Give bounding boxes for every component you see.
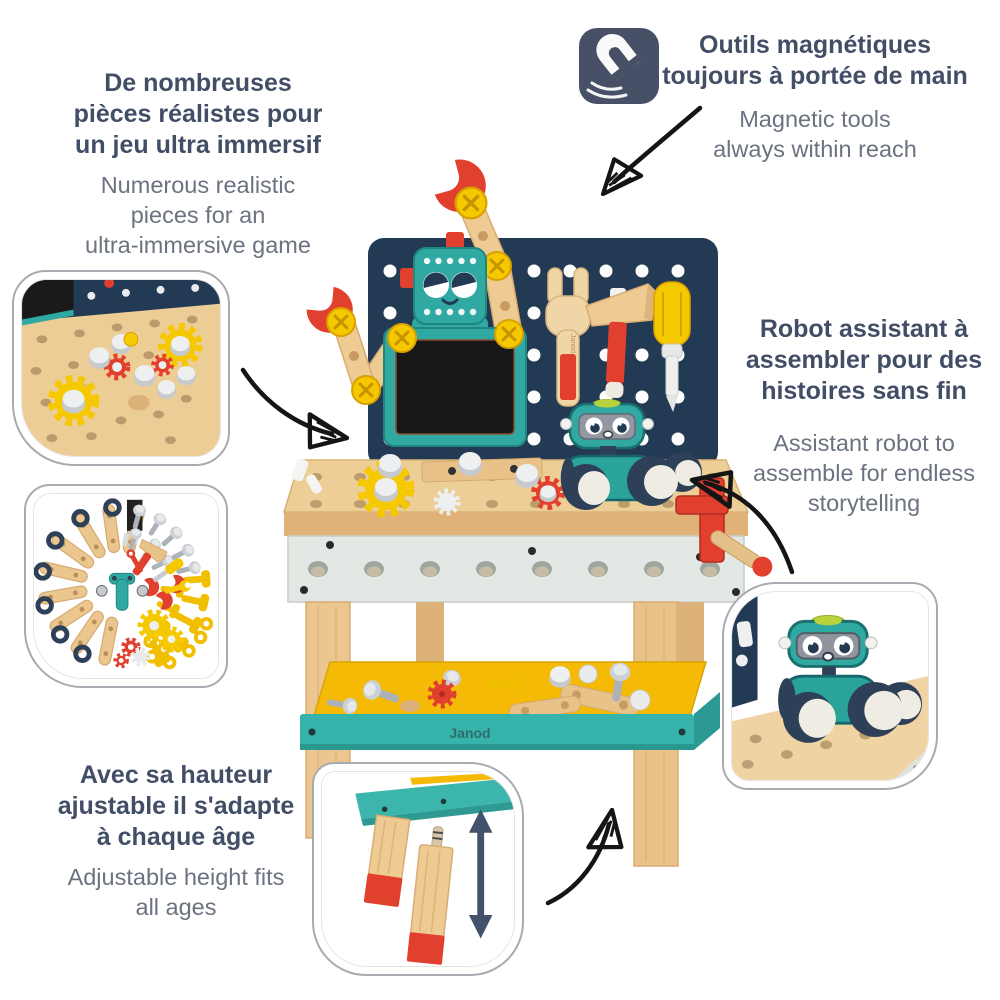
white-gear: [433, 488, 461, 516]
shelf-side-rail: [694, 692, 720, 750]
inset-adjustable-leg: [312, 762, 524, 976]
text-line: De nombreuses: [104, 69, 292, 97]
callout-adjustable-en: Adjustable height fits all ages: [20, 862, 332, 922]
text-line: histoires sans fin: [761, 377, 967, 405]
screwdriver-tool: [653, 281, 691, 412]
arrow-magnet-to-board: [611, 105, 703, 185]
janod-logo: Janod: [449, 725, 490, 741]
text-line: assembler pour des: [745, 346, 983, 374]
bench-top-parts: [291, 452, 565, 518]
arrow-to-leg-area: [545, 821, 612, 906]
shelf-front-rail: [300, 714, 694, 750]
text-line: Avec sa hauteur: [79, 761, 273, 789]
callout-magnetic-fr: Outils magnétiques toujours à portée de …: [650, 30, 980, 92]
arrow-to-bench-gears: [240, 367, 335, 437]
text-line: Robot assistant à: [759, 315, 969, 343]
text-line: pieces for an: [130, 202, 266, 228]
extension-leg: [406, 826, 454, 965]
text-line: Adjustable height fits: [67, 864, 285, 890]
text-line: always within reach: [713, 136, 917, 162]
magnet-icon: [578, 27, 660, 105]
inset-gears-closeup: [12, 270, 230, 466]
text-line: ajustable il s'adapte: [57, 792, 295, 820]
rolling-robot: [560, 399, 702, 510]
attached-leg: [363, 814, 411, 907]
text-line: pièces réalistes pour: [73, 100, 323, 128]
callout-pieces-fr: De nombreuses pièces réalistes pour un j…: [38, 68, 358, 161]
robot-figure: [383, 232, 527, 447]
callout-adjustable-fr: Avec sa hauteur ajustable il s'adapte à …: [20, 760, 332, 853]
shelf-parts: [325, 661, 651, 721]
text-line: à chaque âge: [96, 823, 256, 851]
text-line: toujours à portée de main: [662, 62, 968, 90]
sketch-arrowhead: [304, 414, 350, 453]
text-line: storytelling: [807, 490, 921, 516]
text-line: Assistant robot to: [773, 430, 955, 456]
inset-robot-closeup: [722, 582, 938, 790]
text-line: Magnetic tools: [739, 106, 891, 132]
callout-magnetic-en: Magnetic tools always within reach: [650, 104, 980, 164]
apron-holes: [300, 541, 740, 596]
callout-pieces-en: Numerous realistic pieces for an ultra-i…: [38, 170, 358, 260]
text-line: assemble for endless: [752, 460, 976, 486]
text-line: Numerous realistic: [100, 172, 296, 198]
wrench-tool: Janod: [545, 267, 591, 407]
arrow-to-rolling-robot: [703, 480, 795, 575]
chalkboard: [395, 339, 515, 435]
inset-parts-overview: [24, 484, 228, 688]
text-line: un jeu ultra immersif: [75, 131, 321, 159]
back-right-leg: [676, 602, 704, 668]
back-left-leg: [416, 602, 444, 668]
wrench-logo-text: Janod: [569, 334, 576, 353]
double-arrow-icon: [468, 809, 493, 939]
text-line: all ages: [135, 894, 217, 920]
text-line: ultra-immersive game: [85, 232, 311, 258]
red-gear: [531, 476, 565, 510]
callout-robot-en: Assistant robot to assemble for endless …: [732, 428, 996, 518]
text-line: Outils magnétiques: [699, 31, 931, 59]
sketch-arrowhead: [588, 807, 627, 853]
hammer-tool: [585, 283, 657, 399]
callout-robot-fr: Robot assistant à assembler pour des his…: [732, 314, 996, 407]
yellow-gear: [357, 460, 415, 518]
